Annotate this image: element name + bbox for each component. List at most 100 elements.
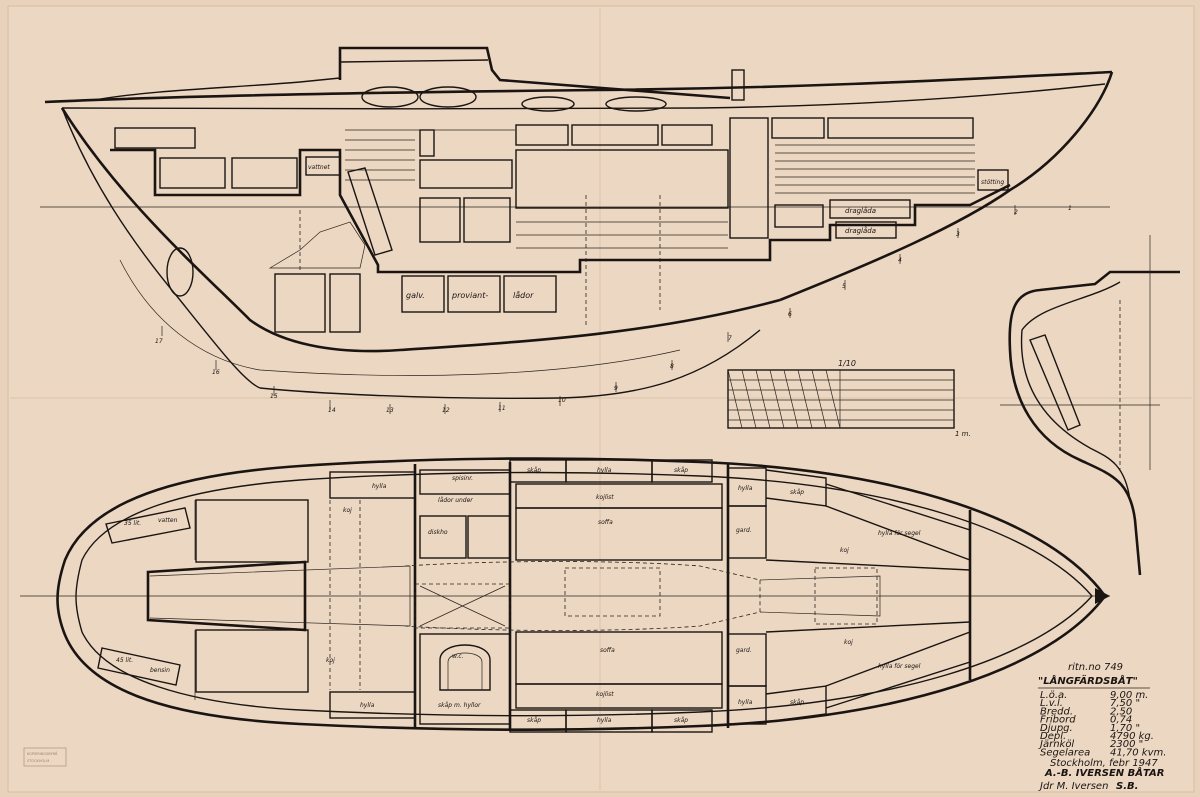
spec-label: Järnköl — [1038, 739, 1074, 750]
drawing-title: "LÅNGFÄRDSBÅT" — [1038, 673, 1138, 687]
paper — [7, 5, 1195, 793]
label-gard-bot: gard. — [736, 647, 752, 654]
spec-value: 2,50 — [1110, 706, 1132, 717]
label-skap-5: skåp — [790, 699, 804, 706]
svg-text:17: 17 — [155, 338, 163, 345]
svg-text:KOPIERINGSBYRÅ: KOPIERINGSBYRÅ — [27, 751, 58, 756]
title-block: ritn.no 749 "LÅNGFÄRDSBÅT" L.ö.a. 9,00 m.… — [1038, 662, 1166, 792]
svg-text:5: 5 — [842, 283, 846, 290]
spec-label: L.ö.a. — [1040, 690, 1067, 701]
accommodation-plan: 35 lit. vatten 45 lit. bensin hylla koj … — [20, 457, 1110, 733]
engine — [268, 221, 366, 269]
label-hylla-1: hylla — [597, 467, 612, 474]
spec-value: 1,70 " — [1110, 723, 1140, 734]
company-name: A.-B. IVERSEN BÅTAR — [1044, 766, 1165, 779]
scale-unit: 1 m. — [955, 430, 971, 438]
label-wc: w.c. — [452, 653, 464, 660]
label-kojlist-bot: kojlist — [596, 691, 614, 698]
label-skap-6: skåp — [674, 717, 688, 724]
cockpit-coaming — [94, 77, 341, 101]
label-stotting: stötting — [981, 179, 1004, 186]
interior-hatching — [345, 129, 975, 249]
svg-text:14: 14 — [328, 407, 336, 414]
label-ladar: lådor — [513, 290, 534, 300]
svg-text:12: 12 — [442, 407, 450, 414]
spec-label: Fribord — [1040, 715, 1076, 726]
spec-table: L.ö.a. 9,00 m. L.v.l. 7,50 " Bredd. 2,50Fribo… — [1038, 690, 1166, 758]
spec-value: 0,74 — [1110, 715, 1132, 726]
svg-text:STOCKHOLM: STOCKHOLM — [27, 759, 49, 763]
svg-text:10: 10 — [558, 397, 566, 404]
cabin-sole — [110, 148, 1011, 274]
label-diskho: diskho — [428, 529, 448, 536]
place-date: Stockholm, febr 1947 — [1050, 758, 1158, 769]
label-draglada-2: draglåda — [845, 226, 876, 235]
plan-hull-outline — [56, 457, 1107, 731]
porthole — [361, 86, 419, 108]
spec-label: Segelarea — [1040, 747, 1090, 758]
label-soffa-top: soffa — [598, 519, 613, 526]
spec-value: 9,00 m. — [1110, 690, 1148, 701]
label-koj-aft: koj — [343, 507, 352, 514]
keel-aft — [61, 107, 261, 389]
spec-value: 4790 kg. — [1110, 731, 1154, 742]
svg-text:2: 2 — [1014, 209, 1018, 216]
spec-label: L.v.l. — [1040, 698, 1063, 709]
scale-bar: 1/10 1 m. — [727, 359, 971, 438]
label-hylla-4: hylla — [738, 699, 753, 706]
cabin-house — [338, 46, 731, 100]
porthole — [521, 96, 575, 112]
svg-text:7: 7 — [728, 335, 732, 342]
porthole — [419, 86, 477, 108]
signature: Jdr M. Iversen — [1038, 781, 1108, 792]
label-proviant: proviant- — [451, 291, 488, 300]
svg-text:6: 6 — [788, 311, 792, 318]
label-skap-2: skåp — [674, 467, 688, 474]
keel-inner — [119, 259, 681, 376]
porthole — [605, 96, 667, 112]
plan-inner-outline — [75, 471, 1093, 717]
svg-text:8: 8 — [670, 363, 674, 370]
label-soffa-bot: soffa — [600, 647, 615, 654]
sheer-line — [44, 70, 1113, 104]
label-tank-fuel: 45 lit. — [116, 657, 133, 664]
label-koj-aft-b: koj — [326, 657, 335, 664]
station-labels: 17 16 15 14 13 12 11 10 9 8 7 6 5 4 3 2 … — [155, 205, 1072, 414]
scale-ratio: 1/10 — [838, 359, 856, 368]
label-hylla-2: hylla — [738, 485, 753, 492]
deck-line — [61, 83, 1106, 110]
svg-text:16: 16 — [212, 369, 220, 376]
label-draglada-1: draglåda — [845, 206, 876, 215]
label-fuel: bensin — [150, 667, 170, 674]
label-tank-water: 35 lit. — [124, 520, 141, 527]
label-skap-1: skåp — [527, 467, 541, 474]
label-hylla-segel-bot: hylla för segel — [878, 663, 921, 670]
svg-text:3: 3 — [956, 231, 960, 238]
ladder — [347, 167, 393, 256]
label-hylla-3: hylla — [597, 717, 612, 724]
svg-text:13: 13 — [386, 407, 394, 414]
spec-value: 41,70 kvm. — [1110, 747, 1166, 758]
keel — [259, 329, 761, 400]
midship-section — [1000, 235, 1180, 576]
label-skap-4: skåp — [527, 717, 541, 724]
bow-stem — [779, 71, 1114, 302]
spec-label: Depl. — [1040, 731, 1066, 742]
spec-label: Bredd. — [1040, 706, 1073, 717]
station-ticks — [161, 205, 1016, 414]
spec-label: Djupg. — [1040, 723, 1073, 734]
pillars-dashed — [299, 195, 661, 325]
spec-value: 7,50 " — [1110, 698, 1140, 709]
label-hylla-top: hylla — [372, 483, 387, 490]
drawing-number: ritn.no 749 — [1068, 662, 1123, 673]
label-hylla-bot: hylla — [360, 702, 375, 709]
label-water: vatten — [158, 517, 178, 524]
label-galv: galv. — [406, 291, 425, 300]
svg-text:15: 15 — [270, 393, 278, 400]
hull-bottom — [60, 107, 781, 353]
label-skap-hyllor: skåp m. hyllor — [438, 702, 481, 709]
label-koj-fwd: koj — [840, 547, 849, 554]
svg-text:1: 1 — [1068, 205, 1072, 212]
